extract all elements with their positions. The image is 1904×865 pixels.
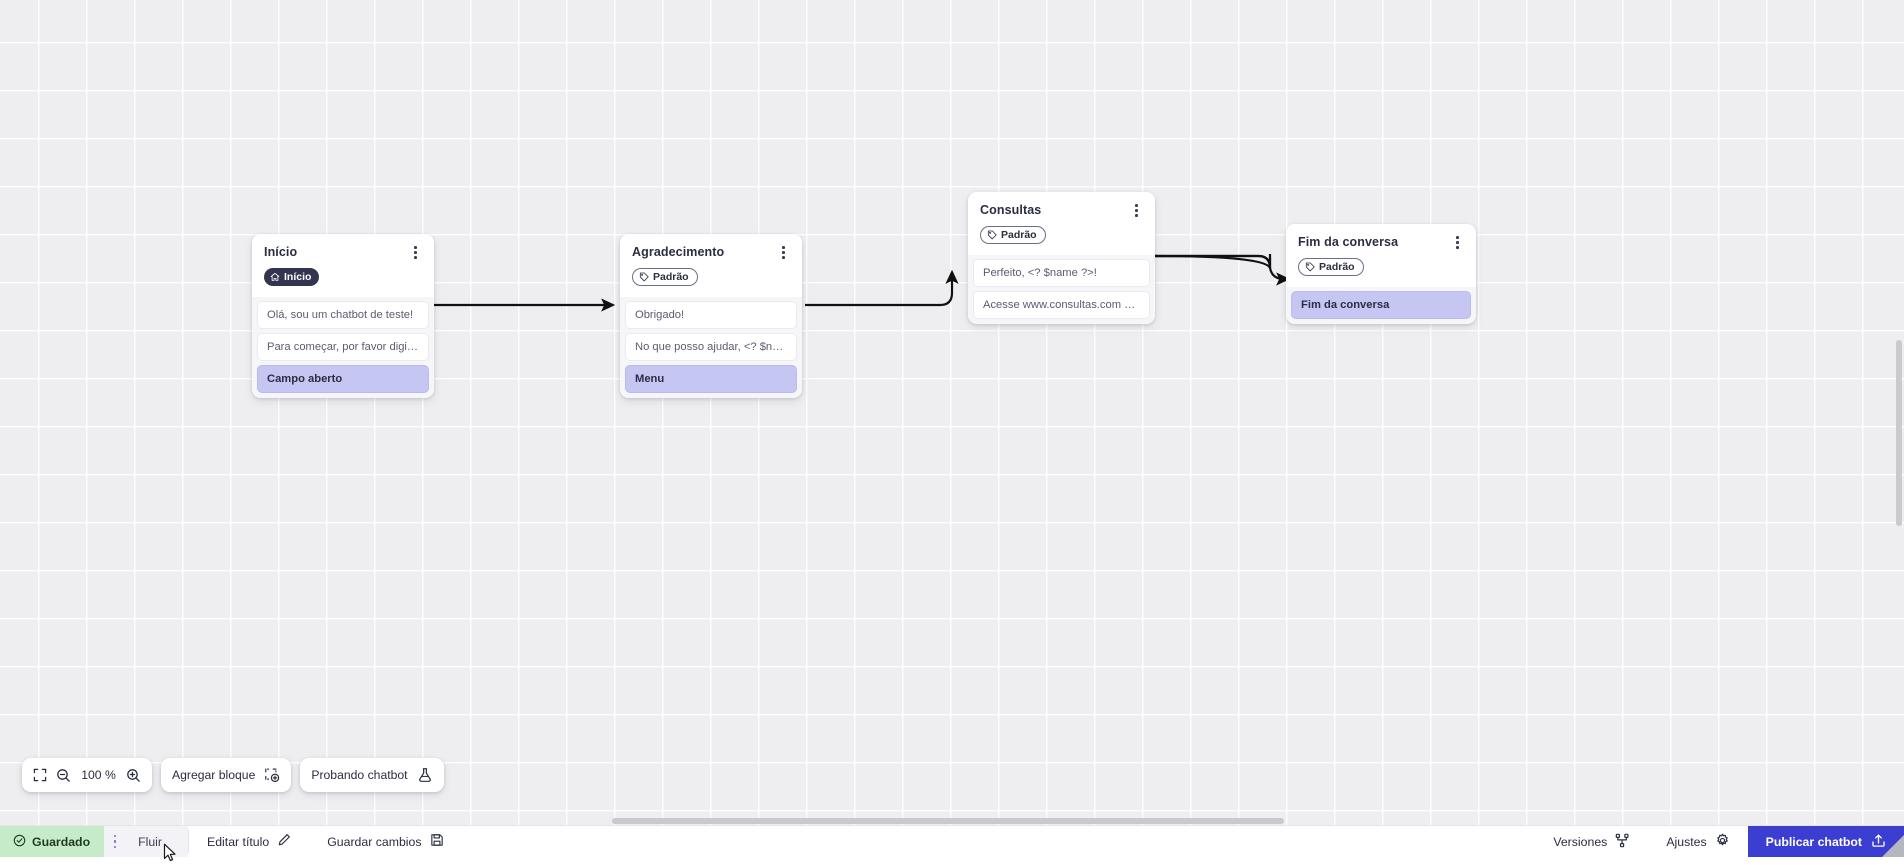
node-badge-label: Padrão <box>1001 230 1037 241</box>
node-badge-default: Padrão <box>1298 258 1364 276</box>
node-header: Início Início <box>252 234 434 297</box>
node-row[interactable]: Obrigado! <box>625 301 797 329</box>
fit-screen-icon[interactable] <box>33 768 47 782</box>
node-header: Fim da conversa Padrão <box>1286 224 1476 287</box>
test-chatbot-button[interactable]: Probando chatbot <box>300 758 443 792</box>
node-badge-default: Padrão <box>632 268 698 286</box>
publish-label: Publicar chatbot <box>1766 835 1862 849</box>
check-circle-icon <box>13 834 26 850</box>
node-badge-default: Padrão <box>980 226 1046 244</box>
save-changes-label: Guardar cambios <box>327 835 421 849</box>
flow-node-inicio[interactable]: Início Início Olá, sou um chatbot de tes… <box>252 234 434 398</box>
node-header: Agradecimento Padrão <box>620 234 802 297</box>
flow-node-agradecimento[interactable]: Agradecimento Padrão Obrigado! No que po… <box>620 234 802 398</box>
node-body: Obrigado! No que posso ajudar, <? $name … <box>620 297 802 398</box>
node-body: Olá, sou um chatbot de teste! Para começ… <box>252 297 434 398</box>
save-changes-button[interactable]: Guardar cambios <box>309 826 461 857</box>
node-title: Agradecimento <box>632 245 724 259</box>
gear-icon <box>1715 833 1730 851</box>
node-row[interactable]: Perfeito, <? $name ?>! <box>973 259 1150 287</box>
pencil-icon <box>277 833 291 850</box>
tab-fluir-label: Fluir <box>138 835 162 849</box>
window-resize-grip[interactable] <box>1880 833 1904 857</box>
node-body: Fim da conversa <box>1286 287 1476 324</box>
flow-canvas[interactable]: Início Início Olá, sou um chatbot de tes… <box>0 0 1904 825</box>
flask-icon <box>417 767 433 783</box>
versions-button[interactable]: Versiones <box>1535 826 1648 857</box>
node-badge-label: Padrão <box>1319 262 1355 273</box>
flow-node-fim-da-conversa[interactable]: Fim da conversa Padrão Fim da conversa <box>1286 224 1476 324</box>
node-row[interactable]: Fim da conversa <box>1291 291 1471 319</box>
saved-status-label: Guardado <box>32 835 90 849</box>
zoom-level: 100 % <box>80 768 117 782</box>
node-row[interactable]: Olá, sou um chatbot de teste! <box>257 301 429 329</box>
add-block-button[interactable]: Agregar bloque <box>161 758 291 792</box>
node-title: Início <box>264 245 297 259</box>
node-body: Perfeito, <? $name ?>! Acesse www.consul… <box>968 255 1155 324</box>
node-badge-label: Padrão <box>653 272 689 283</box>
node-row[interactable]: No que posso ajudar, <? $name ... <box>625 333 797 361</box>
node-title: Consultas <box>980 203 1041 217</box>
node-menu-icon[interactable] <box>1129 203 1143 219</box>
vertical-scrollbar[interactable] <box>1896 340 1902 526</box>
tag-icon <box>1305 262 1315 272</box>
node-row[interactable]: Menu <box>625 365 797 393</box>
node-header: Consultas Padrão <box>968 192 1155 255</box>
bottombar-spacer <box>462 826 1536 857</box>
node-badge-label: Início <box>284 272 311 283</box>
zoom-in-icon[interactable] <box>126 768 141 783</box>
connector-edges <box>0 0 1904 825</box>
node-title: Fim da conversa <box>1298 235 1398 249</box>
node-menu-icon[interactable] <box>776 245 790 261</box>
node-row[interactable]: Acesse www.consultas.com par... <box>973 291 1150 319</box>
add-block-icon <box>264 767 280 783</box>
canvas-toolbar[interactable]: 100 % Agregar bloque Probando ch <box>22 758 444 792</box>
node-row[interactable]: Campo aberto <box>257 365 429 393</box>
tag-icon <box>987 230 997 240</box>
node-menu-icon[interactable] <box>408 245 422 261</box>
bottom-bar: Guardado Fluir Editar título Guardar cam… <box>0 825 1904 857</box>
edit-title-button[interactable]: Editar título <box>189 826 309 857</box>
test-chatbot-label: Probando chatbot <box>311 768 407 782</box>
tag-icon <box>639 272 649 282</box>
settings-label: Ajustes <box>1666 835 1706 849</box>
node-menu-icon[interactable] <box>1450 235 1464 251</box>
home-icon <box>270 272 280 282</box>
zoom-controls[interactable]: 100 % <box>22 758 152 792</box>
zoom-out-icon[interactable] <box>56 768 71 783</box>
add-block-label: Agregar bloque <box>172 768 255 782</box>
versions-label: Versiones <box>1553 835 1607 849</box>
node-row[interactable]: Para começar, por favor digite o ... <box>257 333 429 361</box>
branch-icon <box>1615 833 1630 851</box>
save-disk-icon <box>430 833 444 850</box>
tab-drag-handle[interactable] <box>104 826 126 857</box>
horizontal-scrollbar[interactable] <box>612 818 1284 824</box>
flow-node-consultas[interactable]: Consultas Padrão Perfeito, <? $name ?>! … <box>968 192 1155 324</box>
edit-title-label: Editar título <box>207 835 269 849</box>
saved-status-badge: Guardado <box>0 826 104 857</box>
node-badge-start: Início <box>264 268 319 286</box>
tab-fluir[interactable]: Fluir <box>126 826 188 857</box>
settings-button[interactable]: Ajustes <box>1648 826 1747 857</box>
